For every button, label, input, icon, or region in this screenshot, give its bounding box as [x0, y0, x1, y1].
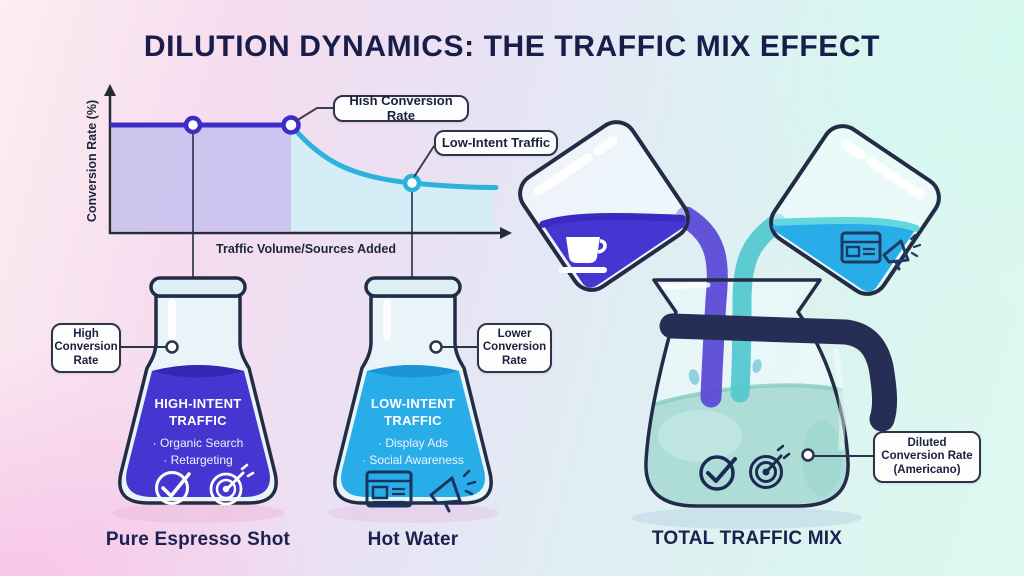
- caption-pure-espresso-shot: Pure Espresso Shot: [105, 529, 291, 550]
- callout-diluted-conversion-rate: Diluted Conversion Rate (Americano): [873, 431, 981, 483]
- plateau-marker-2: [281, 115, 301, 135]
- pitcher-espresso-surface: [539, 213, 686, 228]
- flask-low-callout-dot: [429, 340, 443, 354]
- decline-marker: [402, 173, 422, 193]
- y-axis-label: Conversion Rate (%): [85, 100, 99, 222]
- teal-stream: [730, 213, 787, 403]
- plateau-marker-1: [183, 115, 203, 135]
- callout-lower-conversion-rate: Lower Conversion Rate: [477, 323, 552, 373]
- pot-liquid-shade: [802, 420, 842, 496]
- dilution-chart: Traffic Volume/Sources Added Conversion …: [85, 84, 512, 279]
- low-callout-connector: [413, 145, 435, 178]
- callout-hish-conversion-rate: Hish Conversion Rate: [333, 93, 469, 122]
- pot-shadow: [632, 507, 862, 529]
- flask-high-name-2: TRAFFIC: [169, 413, 227, 428]
- purple-stream: [675, 206, 728, 408]
- x-axis-arrow: [500, 227, 512, 239]
- megaphone-icon: [882, 233, 922, 271]
- flask-high-rim: [149, 276, 247, 298]
- target-icon: [209, 463, 255, 506]
- x-axis-label: Traffic Volume/Sources Added: [216, 242, 396, 256]
- flask-low-rim: [364, 276, 462, 298]
- display-ad-window-icon: [365, 470, 413, 508]
- hish-callout-connector: [295, 107, 333, 122]
- pot-handle: [659, 313, 897, 432]
- callout-low-intent-traffic: Low-Intent Traffic: [434, 130, 558, 156]
- flask-low-liquid: [341, 365, 485, 497]
- display-ad-window-icon: [840, 231, 882, 264]
- flask-high-liquid: [126, 365, 270, 497]
- coffee-cup-icon: [559, 237, 607, 273]
- flask-high-callout-dot: [165, 340, 179, 354]
- coffee-pot: [644, 206, 897, 508]
- pitcher-water: [769, 124, 941, 296]
- pot-liquid-highlight: [658, 410, 742, 462]
- target-icon: [749, 444, 791, 489]
- flask-high-name-1: HIGH-INTENT: [154, 396, 241, 411]
- axes: [108, 90, 502, 235]
- flask-low-shadow: [327, 503, 499, 523]
- pot-glass-outline: [644, 278, 850, 508]
- flask-low-bullet-1: · Display Ads: [378, 436, 448, 450]
- caption-total-traffic-mix: TOTAL TRAFFIC MIX: [651, 528, 843, 549]
- caption-hot-water: Hot Water: [367, 529, 459, 550]
- flask-low-bullet-2: · Social Awareness: [362, 453, 464, 467]
- pot-body-shine: [833, 349, 846, 451]
- pot-rim-shine: [661, 282, 711, 290]
- check-circle-icon: [699, 455, 737, 491]
- splash-drop-1: [688, 369, 700, 385]
- pitcher-water-surface: [773, 217, 920, 232]
- flask-low-name-2: TRAFFIC: [384, 413, 442, 428]
- flask-high-shadow: [112, 503, 284, 523]
- page-title: DILUTION DYNAMICS: THE TRAFFIC MIX EFFEC…: [143, 30, 881, 63]
- flask-high-liquid-surface: [152, 365, 244, 378]
- plateau-area: [112, 126, 291, 231]
- decline-area: [291, 126, 494, 231]
- splash-drop-2: [752, 359, 762, 373]
- flask-low-name-1: LOW-INTENT: [371, 396, 455, 411]
- pitcher-espresso-shine: [533, 136, 618, 196]
- flask-high-bullet-2: · Retargeting: [163, 453, 232, 467]
- megaphone-icon: [429, 469, 477, 513]
- pitcher-water-shine: [841, 140, 926, 200]
- y-axis-arrow: [104, 84, 116, 96]
- check-circle-icon: [155, 471, 191, 505]
- diluted-callout-dot: [801, 448, 815, 462]
- flask-high-bullet-1: · Organic Search: [153, 436, 244, 450]
- callout-high-conversion-rate: High Conversion Rate: [51, 323, 121, 373]
- flask-low-liquid-surface: [367, 365, 459, 378]
- flask-high-intent: HIGH-INTENT TRAFFIC · Organic Search · R…: [118, 276, 278, 506]
- flask-low-intent: LOW-INTENT TRAFFIC · Display Ads · Socia…: [333, 276, 493, 513]
